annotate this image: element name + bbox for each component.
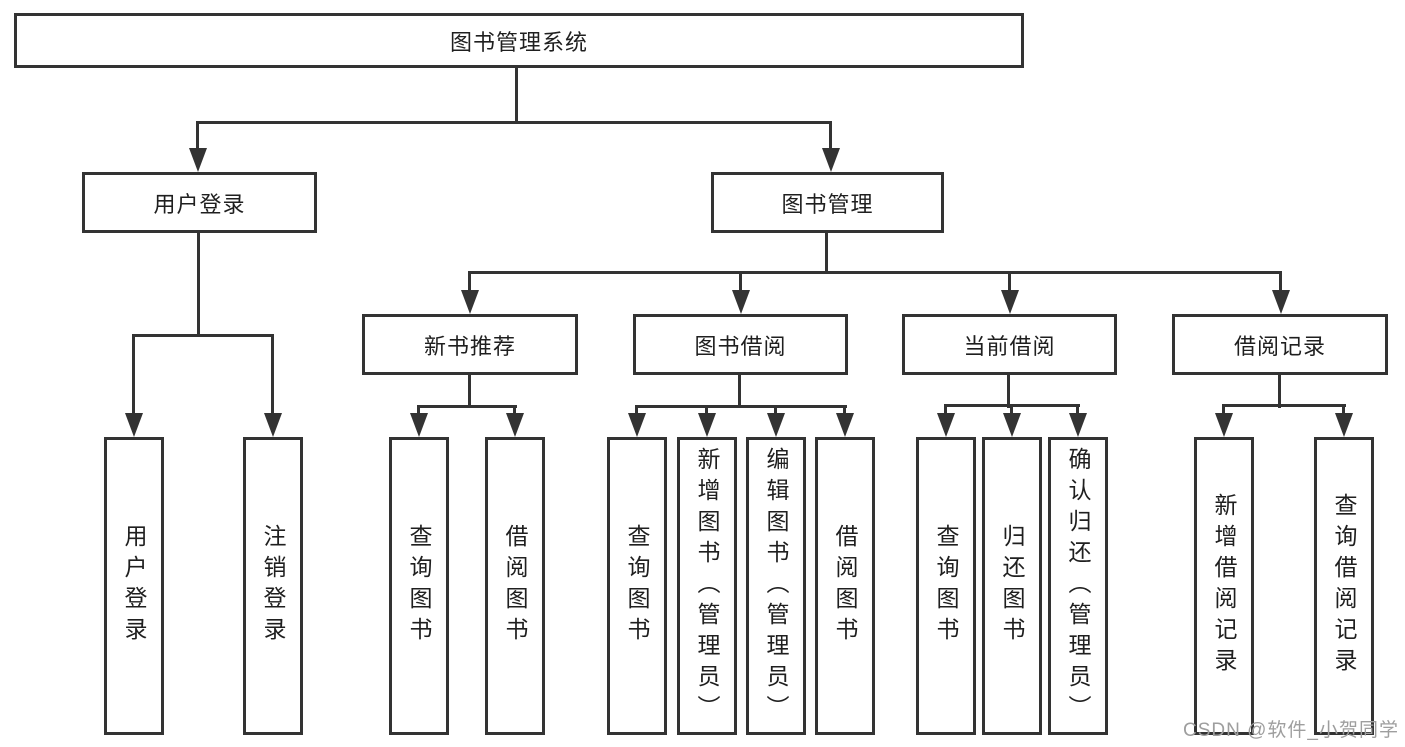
- leaf-query-borrow-record: 查询借阅记录: [1314, 437, 1374, 735]
- arrow-down-icon: [506, 413, 524, 437]
- connector-line: [1222, 404, 1346, 407]
- node-label: 查询图书: [624, 524, 650, 648]
- node-label: 用户登录: [153, 191, 246, 217]
- node-label: 注销登录: [260, 524, 286, 648]
- node-label: 借阅图书: [832, 524, 858, 648]
- connector-line: [515, 68, 518, 122]
- connector-line: [1278, 375, 1281, 408]
- node-label: 确认归还（管理员）: [1065, 446, 1091, 726]
- arrow-down-icon: [264, 413, 282, 437]
- leaf-add-book-admin: 新增图书（管理员）: [677, 437, 737, 735]
- node-label: 图书管理系统: [449, 29, 588, 55]
- arrow-down-icon: [1069, 413, 1087, 437]
- arrow-down-icon: [1272, 290, 1290, 314]
- node-label: 用户登录: [121, 524, 147, 648]
- arrow-down-icon: [410, 413, 428, 437]
- leaf-borrow-books-recommend: 借阅图书: [485, 437, 545, 735]
- arrow-down-icon: [125, 413, 143, 437]
- leaf-query-books-recommend: 查询图书: [389, 437, 449, 735]
- leaf-edit-book-admin: 编辑图书（管理员）: [746, 437, 806, 735]
- connector-line: [738, 375, 741, 408]
- node-borrowing-records: 借阅记录: [1172, 314, 1388, 375]
- node-label: 图书管理: [781, 191, 874, 217]
- connector-line: [196, 121, 832, 124]
- arrow-down-icon: [1335, 413, 1353, 437]
- connector-line: [197, 233, 200, 337]
- connector-line: [132, 334, 274, 337]
- node-library-management-system: 图书管理系统: [14, 13, 1024, 68]
- connector-line: [635, 405, 847, 408]
- node-book-borrowing: 图书借阅: [633, 314, 848, 375]
- node-label: 借阅图书: [502, 524, 528, 648]
- connector-line: [468, 271, 1282, 274]
- node-label: 编辑图书（管理员）: [763, 446, 789, 726]
- node-label: 图书借阅: [694, 333, 787, 359]
- node-new-book-recommend: 新书推荐: [362, 314, 578, 375]
- arrow-down-icon: [937, 413, 955, 437]
- connector-line: [417, 405, 517, 408]
- connector-line: [271, 334, 274, 432]
- node-label: 新增图书（管理员）: [694, 446, 720, 726]
- watermark: CSDN @软件_小贺同学: [1183, 720, 1399, 741]
- node-current-borrowing: 当前借阅: [902, 314, 1117, 375]
- arrow-down-icon: [698, 413, 716, 437]
- node-book-management: 图书管理: [711, 172, 944, 233]
- leaf-add-borrow-record: 新增借阅记录: [1194, 437, 1254, 735]
- arrow-down-icon: [767, 413, 785, 437]
- node-label: 新增借阅记录: [1211, 493, 1237, 679]
- connector-line: [196, 121, 199, 167]
- node-label: 当前借阅: [963, 333, 1056, 359]
- node-label: 查询借阅记录: [1331, 493, 1357, 679]
- leaf-logout: 注销登录: [243, 437, 303, 735]
- arrow-down-icon: [1003, 413, 1021, 437]
- leaf-query-books-current: 查询图书: [916, 437, 976, 735]
- connector-line: [1007, 375, 1010, 408]
- connector-line: [132, 334, 135, 432]
- connector-line: [468, 375, 471, 408]
- node-label: 查询图书: [933, 524, 959, 648]
- leaf-borrow-books: 借阅图书: [815, 437, 875, 735]
- node-user-login: 用户登录: [82, 172, 317, 233]
- arrow-down-icon: [461, 290, 479, 314]
- arrow-down-icon: [628, 413, 646, 437]
- connector-line: [825, 233, 828, 274]
- leaf-user-login: 用户登录: [104, 437, 164, 735]
- connector-line: [829, 121, 832, 167]
- leaf-return-books: 归还图书: [982, 437, 1042, 735]
- node-label: 新书推荐: [423, 333, 516, 359]
- arrow-down-icon: [732, 290, 750, 314]
- arrow-down-icon: [189, 148, 207, 172]
- leaf-confirm-return-admin: 确认归还（管理员）: [1048, 437, 1108, 735]
- arrow-down-icon: [822, 148, 840, 172]
- node-label: 借阅记录: [1233, 333, 1326, 359]
- arrow-down-icon: [1001, 290, 1019, 314]
- arrow-down-icon: [836, 413, 854, 437]
- node-label: 查询图书: [406, 524, 432, 648]
- leaf-query-books-borrowing: 查询图书: [607, 437, 667, 735]
- node-label: 归还图书: [999, 524, 1025, 648]
- arrow-down-icon: [1215, 413, 1233, 437]
